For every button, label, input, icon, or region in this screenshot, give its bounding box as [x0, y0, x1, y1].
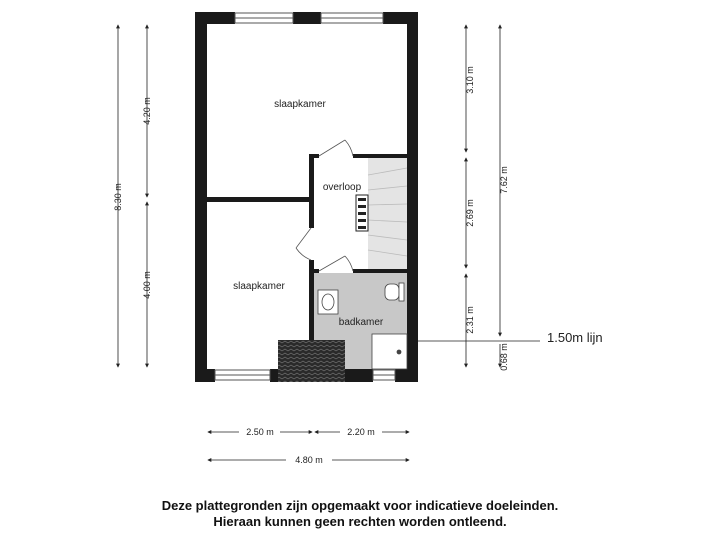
dim-right-small: 0.68 m — [499, 343, 509, 371]
doors — [295, 139, 354, 272]
disclaimer-line-1: Deze plattegronden zijn opgemaakt voor i… — [161, 498, 559, 513]
room-label-slaapkamer-top: slaapkamer — [274, 99, 326, 110]
dim-left-total: 8.30 m — [113, 183, 123, 211]
dim-bottom-left: 2.50 m — [246, 427, 274, 437]
bathroom-fixtures — [317, 282, 408, 370]
dimension-lines-bottom — [207, 430, 410, 462]
windows — [214, 12, 396, 381]
dim-bottom-total: 4.80 m — [295, 455, 323, 465]
dim-left-lower: 4.00 m — [142, 271, 152, 299]
dim-bottom-right: 2.20 m — [347, 427, 375, 437]
outer-walls — [195, 12, 418, 382]
dim-right-middle: 2.69 m — [465, 199, 475, 227]
room-label-overloop: overloop — [323, 182, 362, 193]
dim-left-upper: 4.20 m — [142, 97, 152, 125]
roof-stub — [278, 340, 345, 382]
stair-treads — [367, 167, 408, 257]
stair-area — [368, 157, 407, 269]
dimension-lines-right — [418, 24, 540, 368]
dimension-lines-left — [116, 24, 149, 368]
height-line-label: 1.50m lijn — [547, 330, 603, 345]
disclaimer-line-2: Hieraan kunnen geen rechten worden ontle… — [213, 514, 507, 529]
skylight — [355, 194, 369, 232]
toilet — [384, 283, 400, 301]
shower-tray — [371, 333, 408, 370]
interior-walls — [207, 154, 407, 369]
sink — [317, 289, 339, 315]
dim-right-total: 7.62 m — [499, 166, 509, 194]
dim-right-lower: 2.31 m — [465, 306, 475, 334]
room-label-badkamer: badkamer — [339, 317, 384, 328]
room-label-slaapkamer-bottom: slaapkamer — [233, 281, 285, 292]
dim-right-upper: 3.10 m — [465, 66, 475, 94]
